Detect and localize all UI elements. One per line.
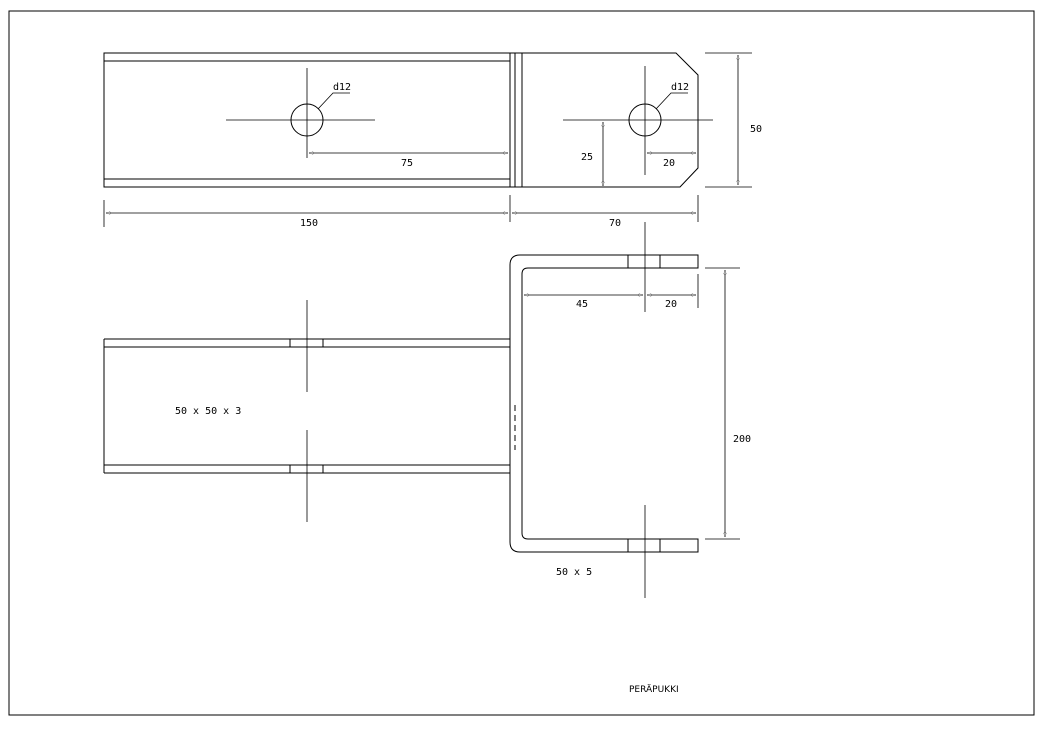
plate-profile-label: 50 x 5 [556,567,592,578]
top-view: d12 d12 75 25 20 50 150 70 [103,52,762,229]
dim-75-text: 75 [401,158,413,169]
tube-profile-label: 50 x 50 x 3 [175,406,241,417]
dim-200-text: 200 [733,434,751,445]
dim-25-text: 25 [581,152,593,163]
tube-outline-top [103,52,511,188]
dim-45-text: 45 [576,299,588,310]
sheet-border [8,10,1035,716]
hole-1-label: d12 [333,82,351,93]
u-bracket-outer [509,254,699,553]
dim-50-text: 50 [750,124,762,135]
dim-150-text: 150 [300,218,318,229]
drawing-title: PERÄPUKKI [629,684,679,695]
hole-2-leader [655,92,688,110]
front-view: 50 x 50 x 3 45 20 200 50 x 5 [103,222,751,598]
dim-70-text: 70 [609,218,621,229]
hole-2-label: d12 [671,82,689,93]
hole-1-leader [317,92,350,110]
plate-outline-top [510,52,699,188]
dim-20-side-text: 20 [665,299,677,310]
dim-20-top-text: 20 [663,158,675,169]
